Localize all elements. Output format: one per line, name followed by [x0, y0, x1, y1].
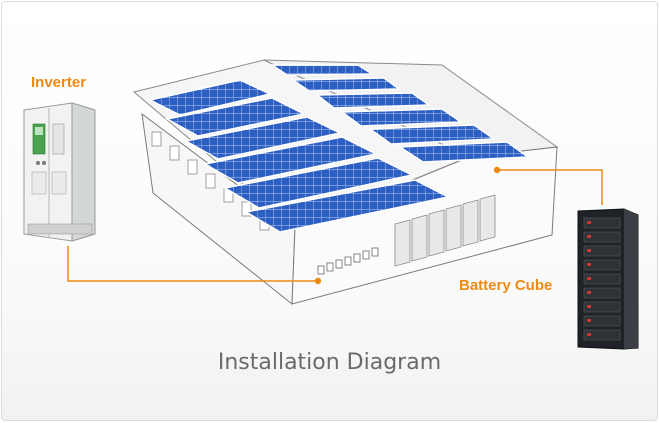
inverter-label: Inverter [31, 74, 87, 91]
connector-lines [67, 169, 603, 282]
battery-connector-line [497, 169, 603, 205]
battery-cube-label: Battery Cube [459, 277, 553, 294]
inverter-cabinet-icon [23, 102, 96, 242]
diagram-title: Installation Diagram [217, 350, 442, 375]
battery-connection-dot [493, 166, 501, 174]
battery-rack-icon [577, 208, 639, 350]
solar-panel-icon [147, 64, 531, 233]
inverter-connector-line [67, 246, 318, 282]
inverter-connection-dot [314, 277, 322, 285]
